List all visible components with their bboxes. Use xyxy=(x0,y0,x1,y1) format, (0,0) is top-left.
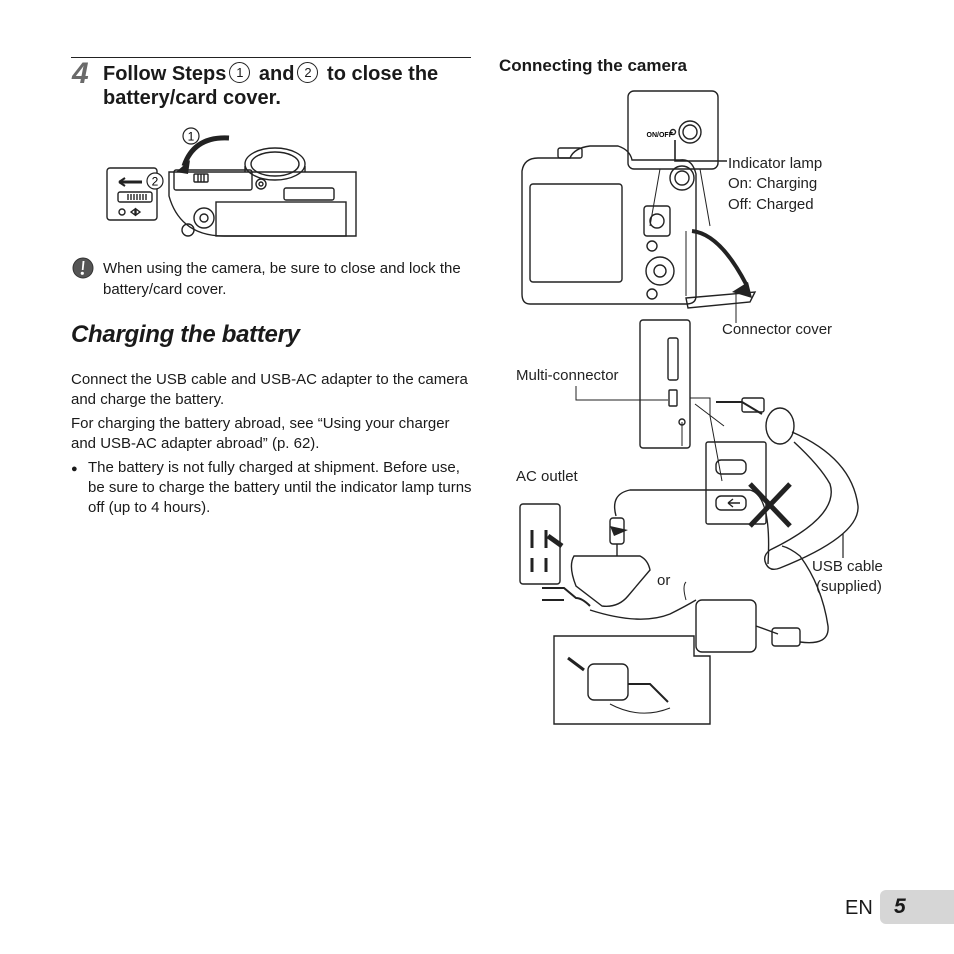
connecting-title: Connecting the camera xyxy=(499,56,687,75)
step-number: 4 xyxy=(72,57,89,90)
fig-step1-label: 1 xyxy=(188,130,195,144)
circled-number-2-mark xyxy=(146,172,164,190)
multi-connector-label: Multi-connector xyxy=(516,367,619,384)
indicator-lamp-label: Indicator lamp xyxy=(728,155,823,172)
plug-arrow xyxy=(610,526,628,536)
usb-supplied-label: (supplied) xyxy=(816,578,882,595)
charging-paragraph-1: Connect the USB cable and USB-AC adapter… xyxy=(71,371,468,408)
circled-step-1: 1 xyxy=(229,62,251,83)
page-number: 5 xyxy=(894,895,906,918)
camera-connection-diagram: ON/OFF xyxy=(519,90,859,725)
page-number-tab xyxy=(880,890,954,924)
step-title-and: and xyxy=(258,63,295,85)
bullet-item: ● The battery is not fully charged at sh… xyxy=(71,458,475,518)
onoff-label: ON/OFF xyxy=(647,132,674,139)
ac-outlet-label: AC outlet xyxy=(516,468,578,485)
caution-icon xyxy=(72,257,94,279)
or-label: or xyxy=(657,572,671,589)
section-title: Charging the battery xyxy=(71,321,300,348)
bullet-text: The battery is not fully charged at ship… xyxy=(88,459,472,516)
usb-cable-label: USB cable xyxy=(812,558,883,575)
circled-step-2: 2 xyxy=(297,62,319,83)
step-title-part2: to close the battery/card cover. xyxy=(103,63,439,109)
usb-cable-pointer xyxy=(842,534,844,558)
indicator-on-label: On: Charging xyxy=(728,175,818,192)
fig-step2-label: 2 xyxy=(152,175,159,189)
top-rule xyxy=(71,57,471,58)
battery-cover-illustration: 1 2 xyxy=(106,127,357,237)
indicator-off-label: Off: Charged xyxy=(728,196,814,213)
footer-language: EN xyxy=(845,897,873,919)
caution-text: When using the camera, be sure to close … xyxy=(103,260,461,298)
connector-cover-label: Connector cover xyxy=(722,321,833,338)
step-title-part1: Follow Steps xyxy=(103,63,227,85)
connector-cover-arrow-head xyxy=(732,282,752,298)
bullet-symbol: ● xyxy=(71,463,78,475)
charging-paragraph-2: For charging the battery abroad, see “Us… xyxy=(71,415,450,452)
circled-number-1-mark xyxy=(182,127,200,145)
